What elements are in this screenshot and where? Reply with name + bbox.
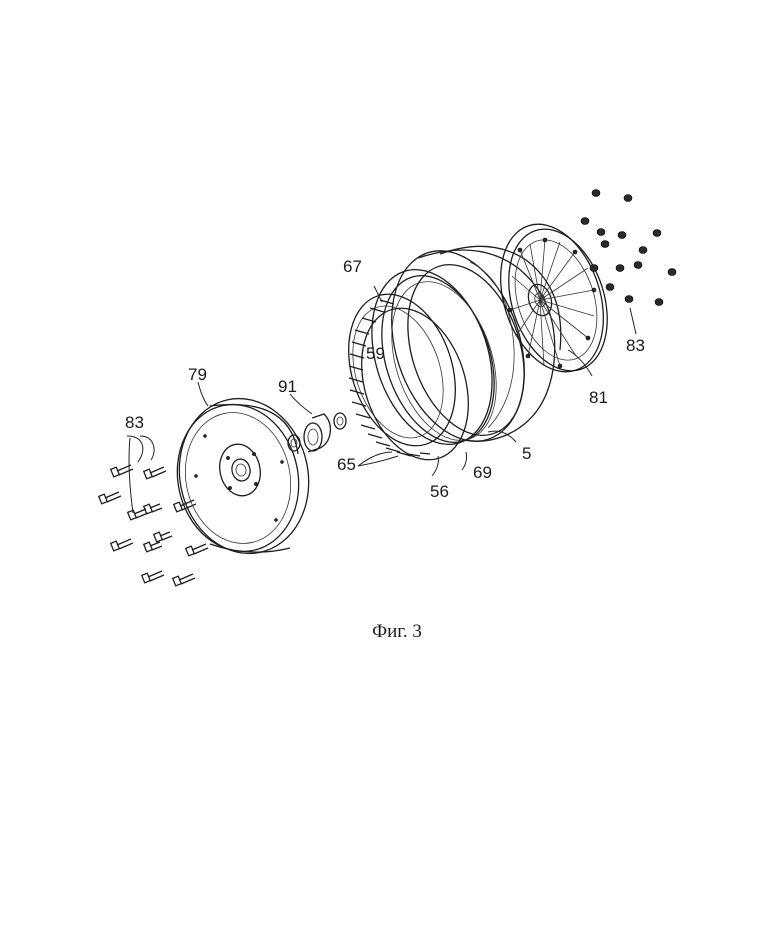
label-81: 81 (589, 388, 608, 407)
label-69: 69 (473, 463, 492, 482)
label-83-left: 83 (125, 413, 144, 432)
label-56: 56 (430, 482, 449, 501)
nuts-leader (630, 308, 636, 334)
label-91: 91 (278, 377, 297, 396)
label-83-right: 83 (626, 336, 645, 355)
label-65: 65 (337, 455, 356, 474)
label-5: 5 (522, 444, 531, 463)
bearing-assembly (288, 394, 346, 452)
label-79: 79 (188, 365, 207, 384)
tyre (369, 234, 561, 459)
label-59: 59 (366, 344, 385, 363)
figure-caption: Фиг. 3 (372, 621, 422, 642)
left-bolt-set (99, 436, 208, 586)
left-end-cover (164, 382, 323, 566)
label-67: 67 (343, 257, 362, 276)
